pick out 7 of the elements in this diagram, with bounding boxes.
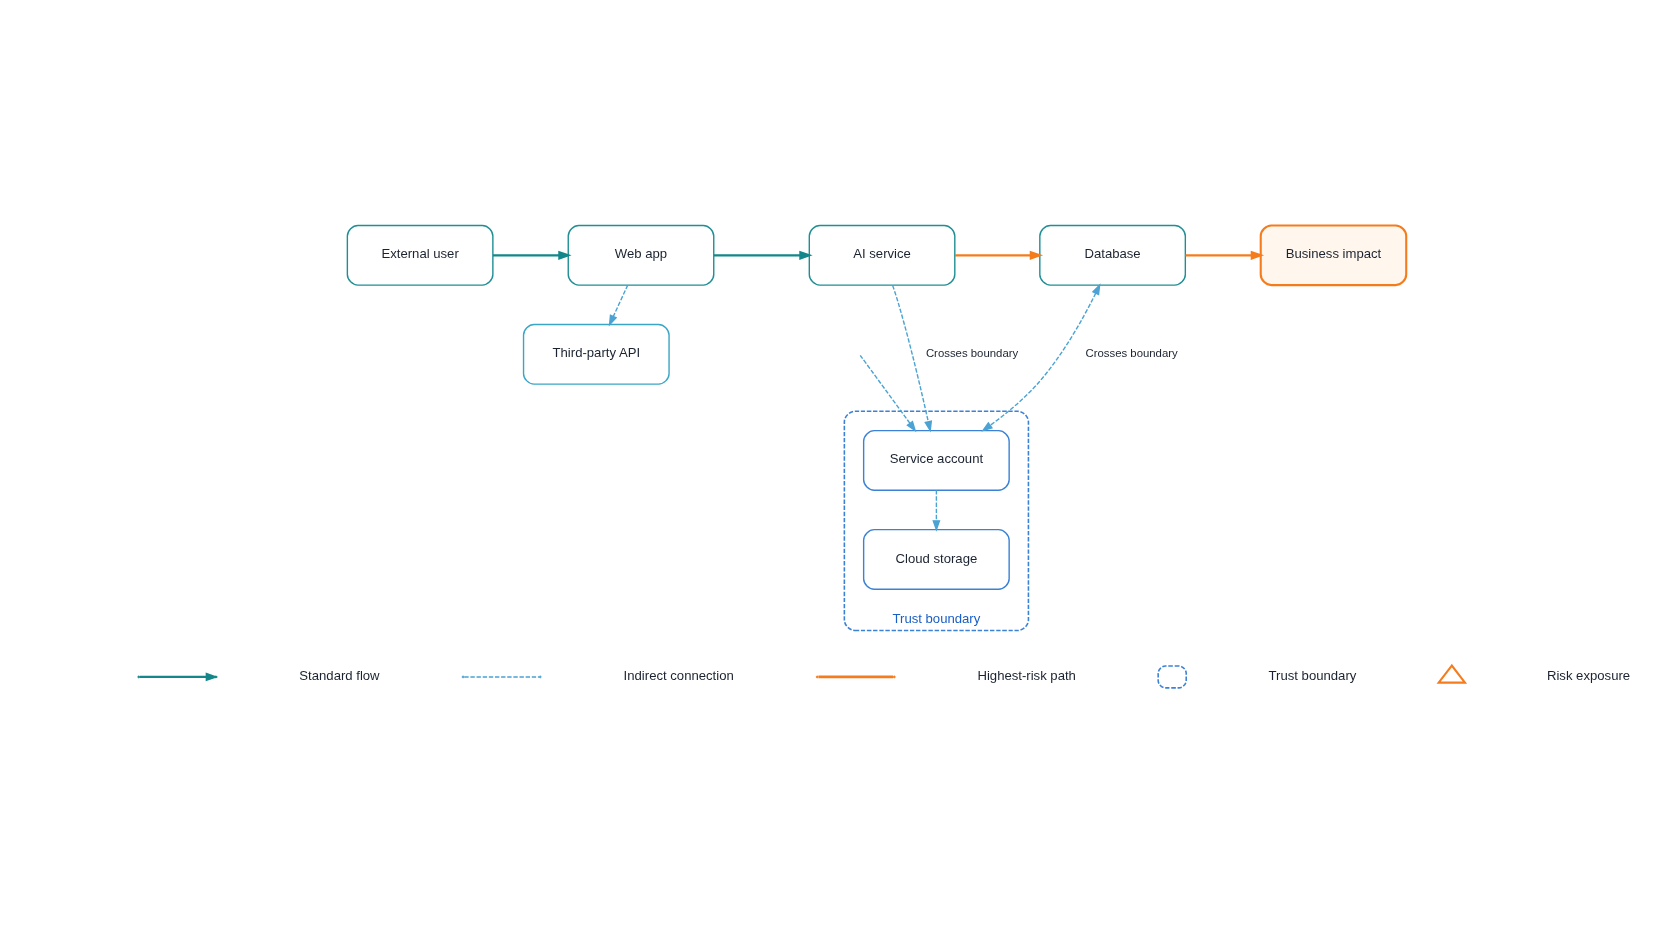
legend-label: Standard flow	[299, 667, 380, 683]
edge-label: Crosses boundary	[1085, 347, 1178, 360]
legend-label: Indirect connection	[623, 667, 734, 683]
legend-label: Trust boundary	[1268, 667, 1357, 683]
legend-label: Risk exposure	[1546, 667, 1631, 683]
legend-label: Highest-risk path	[977, 667, 1076, 683]
edge-label: Crosses boundary	[925, 347, 1019, 360]
